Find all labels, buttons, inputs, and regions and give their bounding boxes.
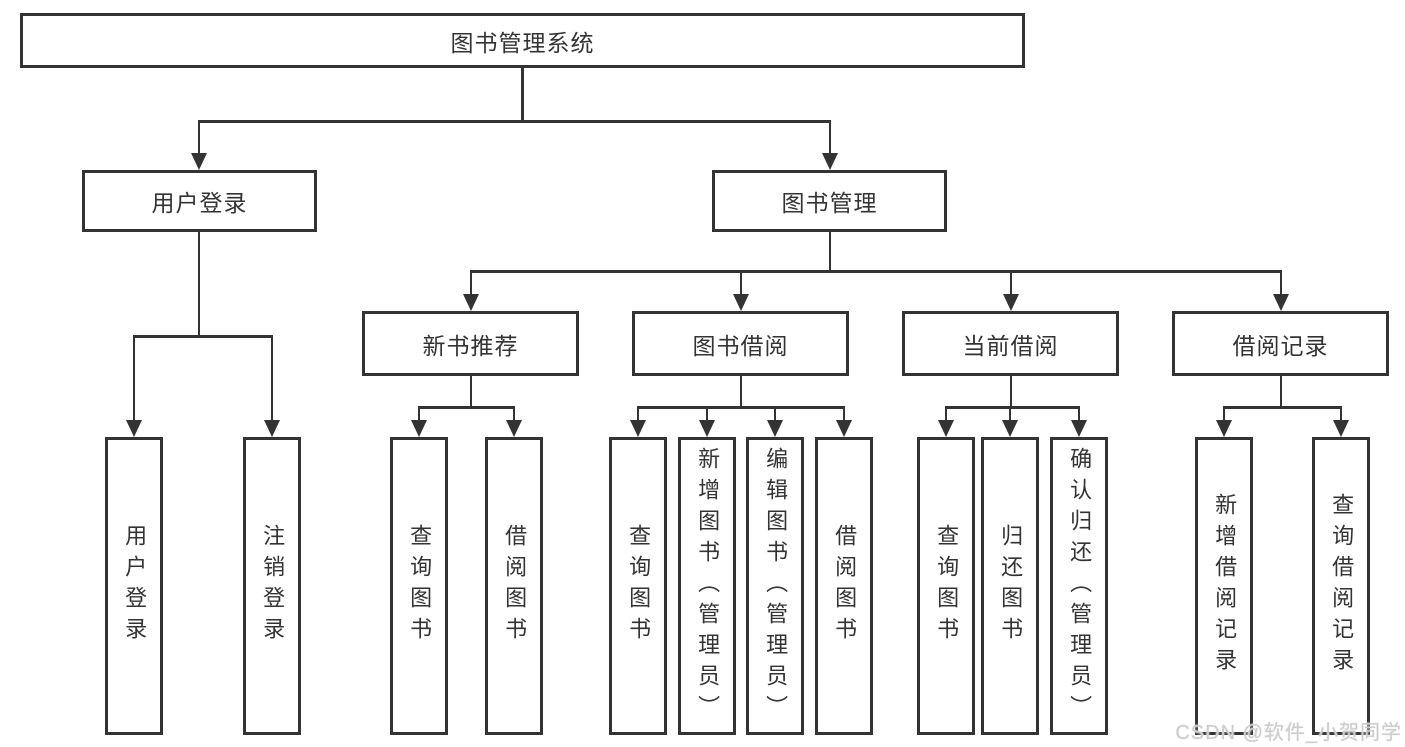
node-user-login: 用户登录 bbox=[82, 170, 317, 232]
connector-current-borrow-stub bbox=[1009, 376, 1013, 407]
arrow-down-icon bbox=[1002, 420, 1018, 437]
leaf-cb-confirm-return-admin: 确认归还（管理员） bbox=[1050, 437, 1108, 735]
arrow-down-icon bbox=[411, 420, 427, 437]
connector-root-branch bbox=[198, 120, 831, 123]
connector-drop-user-login bbox=[197, 120, 201, 156]
connector-drop-nbr-query bbox=[417, 406, 421, 421]
leaf-br-add-record-label: 新增借阅记录 bbox=[1212, 493, 1238, 679]
connector-drop-ul-logout bbox=[270, 335, 274, 422]
connector-drop-borrow-record bbox=[1279, 270, 1283, 296]
connector-drop-current-borrow bbox=[1009, 270, 1013, 296]
node-borrow-record-label: 借阅记录 bbox=[1232, 332, 1329, 359]
node-new-book-rec-label: 新书推荐 bbox=[422, 332, 519, 359]
connector-drop-bb-add bbox=[705, 406, 709, 421]
leaf-br-query-record-label: 查询借阅记录 bbox=[1329, 493, 1355, 679]
arrow-down-icon bbox=[191, 153, 207, 170]
node-borrow-record: 借阅记录 bbox=[1172, 311, 1389, 376]
node-book-borrow-label: 图书借阅 bbox=[692, 332, 789, 359]
connector-borrow-record-stub bbox=[1279, 376, 1283, 407]
node-book-mgmt: 图书管理 bbox=[712, 170, 947, 232]
arrow-down-icon bbox=[836, 420, 852, 437]
leaf-user-login-label: 用户登录 bbox=[122, 524, 148, 648]
connector-drop-cb-return bbox=[1008, 406, 1012, 421]
connector-borrow-record-branch bbox=[1223, 406, 1342, 409]
leaf-bb-edit-books-admin: 编辑图书（管理员） bbox=[746, 437, 804, 735]
leaf-nbr-query-books: 查询图书 bbox=[390, 437, 448, 735]
leaf-cb-query-books: 查询图书 bbox=[917, 437, 975, 735]
arrow-down-icon bbox=[938, 420, 954, 437]
arrow-down-icon bbox=[1273, 294, 1289, 311]
leaf-br-add-record: 新增借阅记录 bbox=[1195, 437, 1253, 735]
node-root: 图书管理系统 bbox=[20, 13, 1025, 68]
connector-drop-nbr-borrow bbox=[512, 406, 516, 421]
arrow-down-icon bbox=[506, 420, 522, 437]
leaf-bb-add-books-admin: 新增图书（管理员） bbox=[678, 437, 736, 735]
leaf-br-query-record: 查询借阅记录 bbox=[1312, 437, 1370, 735]
connector-book-borrow-branch bbox=[637, 406, 845, 409]
arrow-down-icon bbox=[1333, 420, 1349, 437]
connector-root-stub bbox=[521, 68, 524, 121]
leaf-bb-query-books-label: 查询图书 bbox=[626, 524, 652, 648]
arrow-down-icon bbox=[264, 420, 280, 437]
connector-drop-book-borrow bbox=[739, 270, 743, 296]
connector-book-mgmt-stub bbox=[828, 232, 832, 272]
connector-book-mgmt-branch bbox=[470, 270, 1281, 273]
leaf-cb-return-books-label: 归还图书 bbox=[998, 524, 1024, 648]
leaf-user-login: 用户登录 bbox=[105, 437, 163, 735]
arrow-down-icon bbox=[1216, 420, 1232, 437]
leaf-nbr-query-books-label: 查询图书 bbox=[407, 524, 433, 648]
connector-drop-br-add bbox=[1222, 406, 1226, 421]
connector-drop-bb-edit bbox=[773, 406, 777, 421]
leaf-logout-label: 注销登录 bbox=[260, 524, 286, 648]
leaf-nbr-borrow-books: 借阅图书 bbox=[485, 437, 543, 735]
connector-drop-cb-query bbox=[944, 406, 948, 421]
node-user-login-label: 用户登录 bbox=[151, 190, 248, 216]
connector-new-book-rec-branch bbox=[418, 406, 515, 409]
arrow-down-icon bbox=[1003, 294, 1019, 311]
connector-drop-cb-confirm bbox=[1077, 406, 1081, 421]
connector-drop-ul-login bbox=[132, 335, 136, 422]
arrow-down-icon bbox=[699, 420, 715, 437]
connector-drop-book-mgmt bbox=[828, 120, 832, 156]
connector-user-login-branch bbox=[133, 335, 273, 338]
leaf-nbr-borrow-books-label: 借阅图书 bbox=[502, 524, 528, 648]
leaf-cb-return-books: 归还图书 bbox=[981, 437, 1039, 735]
arrow-down-icon bbox=[630, 420, 646, 437]
leaf-cb-confirm-return-admin-label: 确认归还（管理员） bbox=[1067, 446, 1093, 726]
arrow-down-icon bbox=[1071, 420, 1087, 437]
csdn-watermark: CSDN @软件_小贺同学 bbox=[1175, 722, 1402, 744]
node-current-borrow-label: 当前借阅 bbox=[962, 332, 1059, 359]
connector-drop-bb-borrow bbox=[842, 406, 846, 421]
arrow-down-icon bbox=[126, 420, 142, 437]
connector-drop-br-query bbox=[1339, 406, 1343, 421]
leaf-bb-add-books-admin-label: 新增图书（管理员） bbox=[695, 446, 721, 726]
arrow-down-icon bbox=[463, 294, 479, 311]
node-root-label: 图书管理系统 bbox=[450, 29, 595, 56]
arrow-down-icon bbox=[733, 294, 749, 311]
leaf-logout: 注销登录 bbox=[243, 437, 301, 735]
connector-current-borrow-branch bbox=[945, 406, 1080, 409]
leaf-bb-query-books: 查询图书 bbox=[609, 437, 667, 735]
node-book-borrow: 图书借阅 bbox=[632, 311, 849, 376]
connector-book-borrow-stub bbox=[739, 376, 743, 407]
leaf-bb-edit-books-admin-label: 编辑图书（管理员） bbox=[763, 446, 789, 726]
leaf-bb-borrow-books: 借阅图书 bbox=[815, 437, 873, 735]
leaf-bb-borrow-books-label: 借阅图书 bbox=[832, 524, 858, 648]
connector-drop-new-book-rec bbox=[469, 270, 473, 296]
node-book-mgmt-label: 图书管理 bbox=[781, 190, 878, 216]
connector-new-book-rec-stub bbox=[469, 376, 473, 407]
connector-user-login-stub bbox=[197, 232, 201, 336]
node-current-borrow: 当前借阅 bbox=[902, 311, 1119, 376]
leaf-cb-query-books-label: 查询图书 bbox=[934, 524, 960, 648]
connector-drop-bb-query bbox=[636, 406, 640, 421]
arrow-down-icon bbox=[767, 420, 783, 437]
node-new-book-rec: 新书推荐 bbox=[362, 311, 579, 376]
arrow-down-icon bbox=[822, 153, 838, 170]
